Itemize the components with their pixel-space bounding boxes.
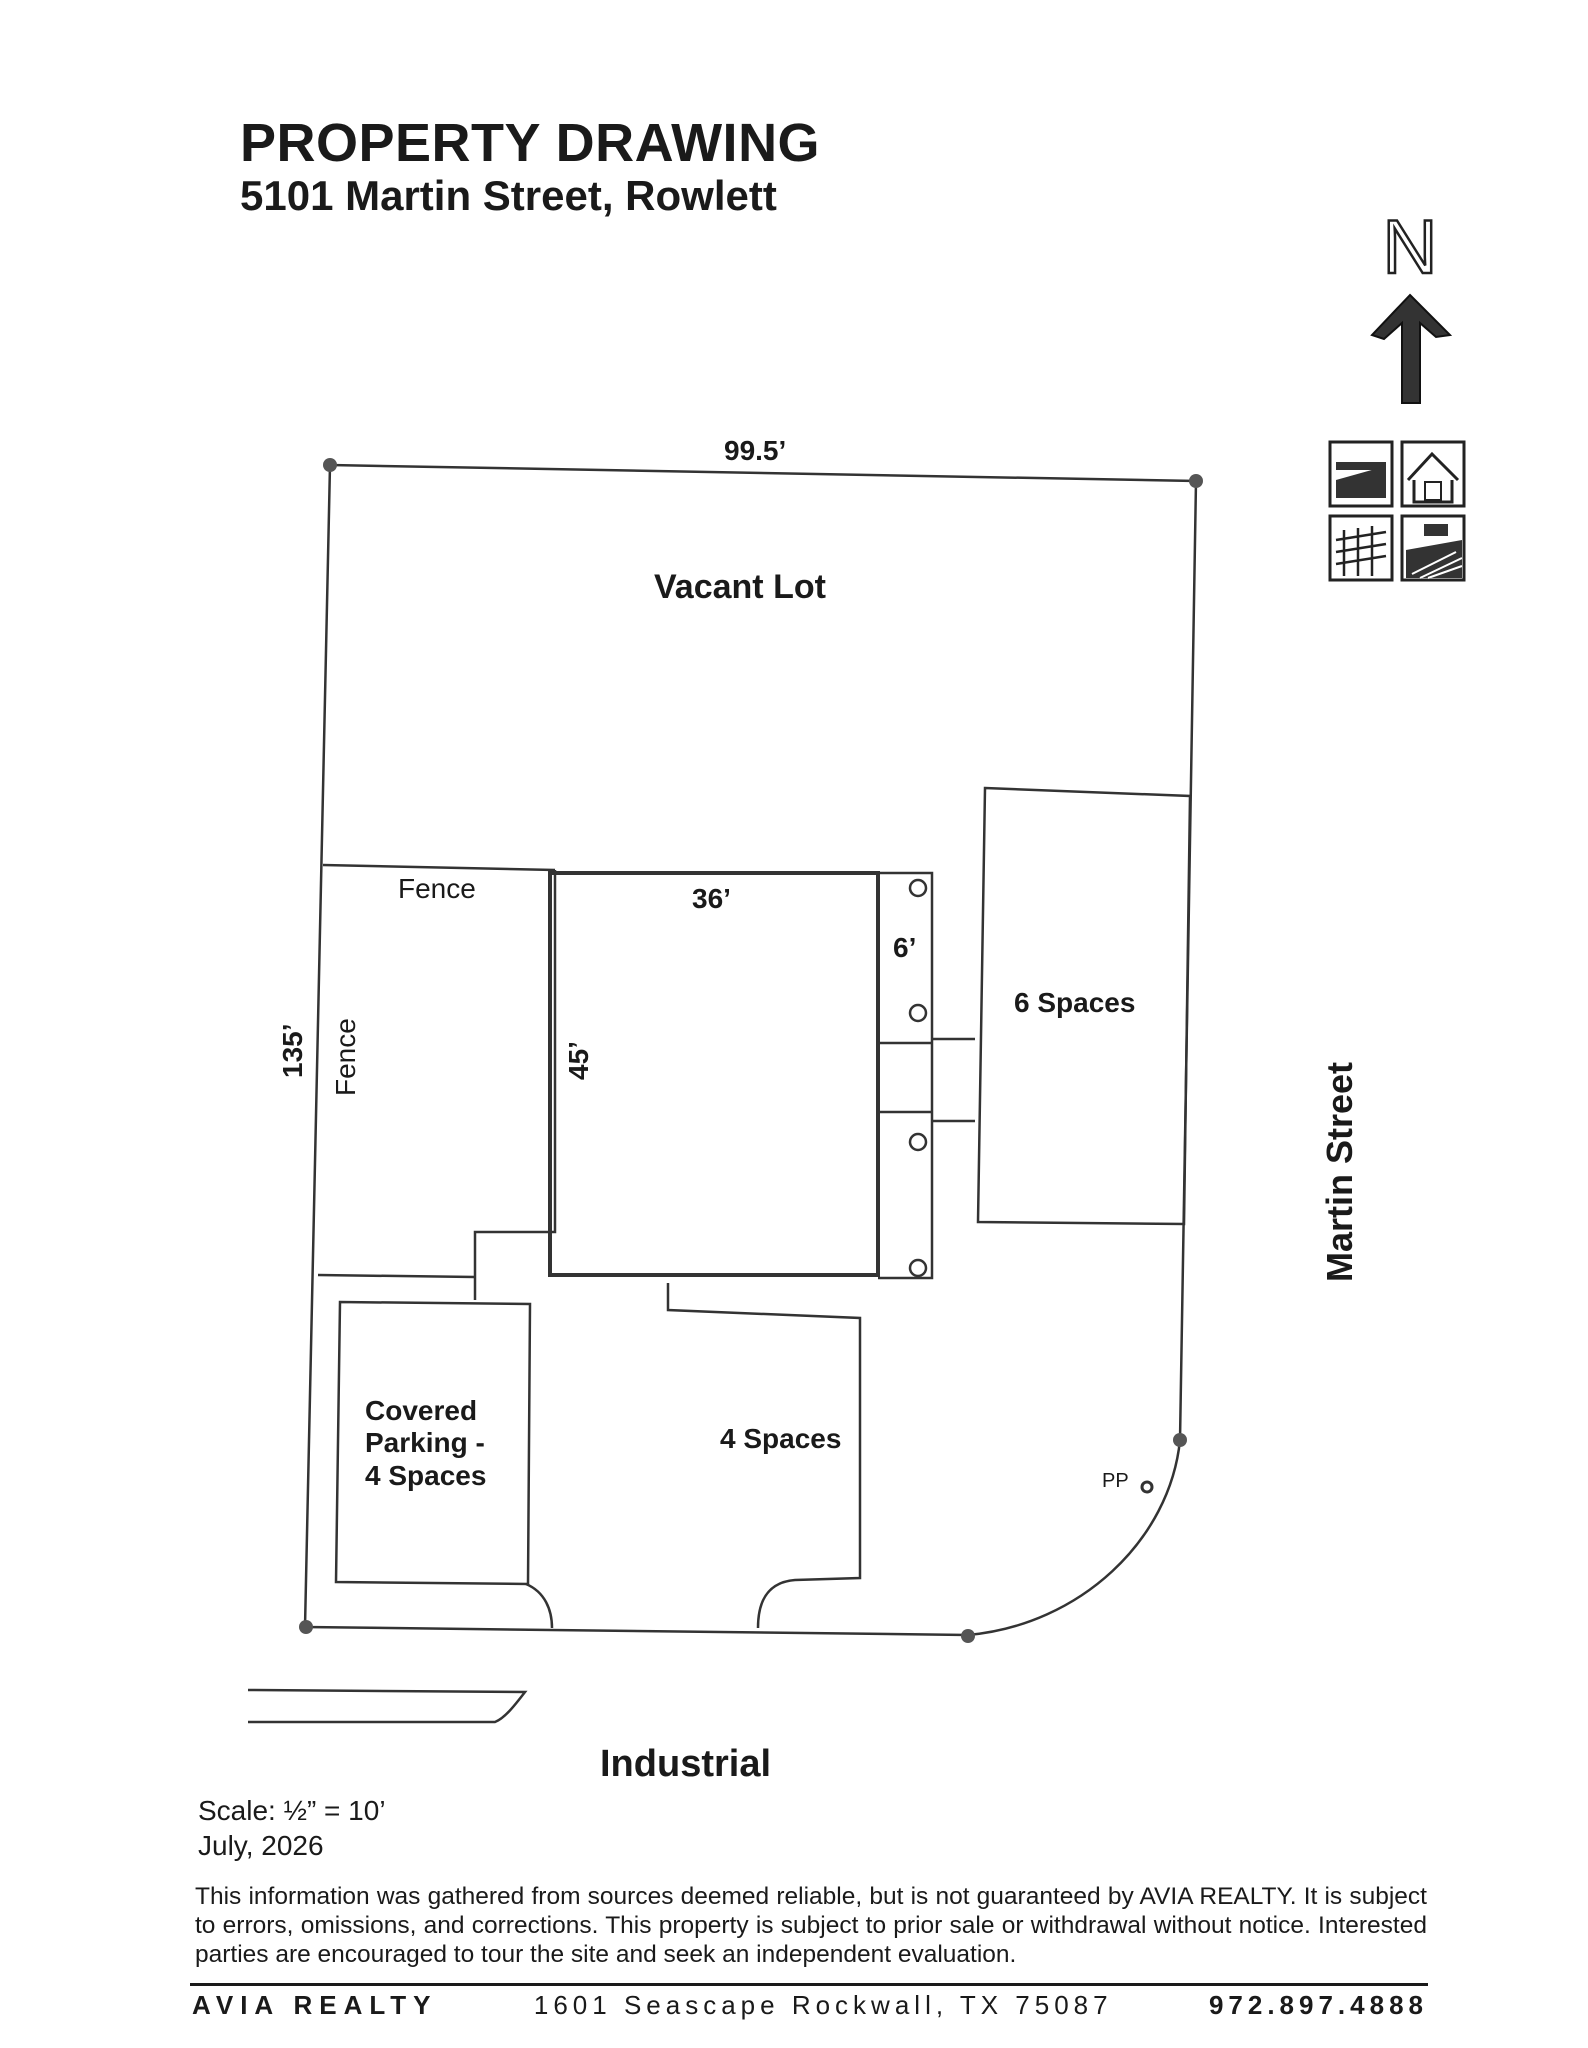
north-arrow-icon: N — [1370, 205, 1453, 404]
east-parking-area — [976, 786, 1192, 1226]
building-width-label: 36’ — [692, 883, 731, 914]
fence-label-side: Fence — [330, 1018, 361, 1096]
south-parking-area — [666, 1283, 862, 1629]
covered-parking-label-2: Parking - — [365, 1427, 485, 1458]
east-parking-label: 6 Spaces — [1014, 987, 1135, 1018]
south-parking-label: 4 Spaces — [720, 1423, 841, 1454]
vacant-lot-label: Vacant Lot — [654, 568, 826, 606]
company-address: 1601 Seascape Rockwall, TX 75087 — [533, 1990, 1113, 2020]
building-depth-label: 45’ — [563, 1041, 594, 1080]
industrial-label: Industrial — [600, 1743, 771, 1785]
north-label: N — [1383, 205, 1438, 290]
building-outline — [548, 871, 880, 1277]
lot-boundary — [303, 463, 1198, 1637]
footer-divider — [190, 1983, 1428, 1986]
street-east-label: Martin Street — [1319, 1062, 1360, 1282]
drawing-date: July, 2026 — [198, 1830, 324, 1861]
scale-note: Scale: ½” = 10’ — [198, 1795, 386, 1826]
power-pole-label: PP — [1102, 1470, 1129, 1492]
page-title: PROPERTY DRAWING — [240, 113, 821, 173]
porch-width-label: 6’ — [893, 932, 916, 963]
porch — [878, 871, 934, 1280]
company-phone: 972.897.4888 — [1208, 1990, 1428, 2020]
top-dimension-label: 99.5’ — [724, 435, 786, 466]
disclaimer: This information was gathered from sourc… — [195, 1883, 1427, 1968]
covered-parking-label-1: Covered — [365, 1395, 477, 1426]
company-name: AVIA REALTY — [192, 1990, 438, 2020]
fence-line — [322, 863, 556, 872]
property-address: 5101 Martin Street, Rowlett — [240, 172, 777, 219]
footer: AVIA REALTY 1601 Seascape Rockwall, TX 7… — [192, 1990, 1428, 2021]
property-types-logo-icon — [1328, 440, 1466, 582]
covered-parking-label-3: 4 Spaces — [365, 1460, 486, 1491]
left-dimension-label: 135’ — [277, 1024, 308, 1079]
fence-label-top: Fence — [398, 873, 476, 904]
